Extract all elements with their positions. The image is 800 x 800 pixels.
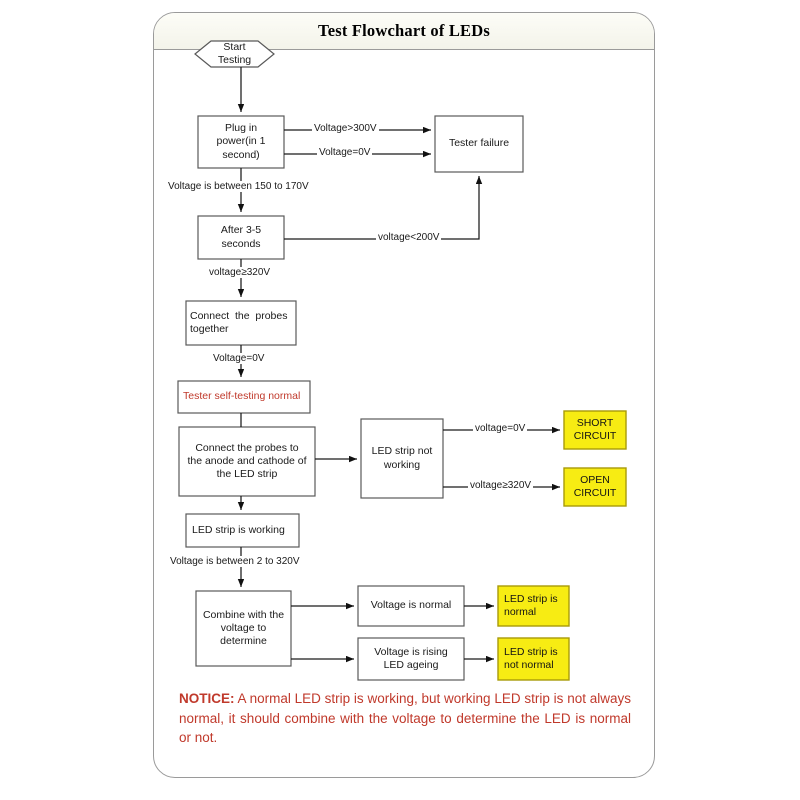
node-plug-in-power	[197, 115, 285, 169]
flowchart-canvas	[177, 40, 627, 681]
page-title: Test Flowchart of LEDs	[318, 21, 490, 40]
node-led-not-normal	[497, 637, 570, 681]
node-voltage-rising	[357, 637, 465, 681]
flowchart-card: Test Flowchart of LEDs	[153, 12, 655, 778]
notice-text: A normal LED strip is working, but worki…	[179, 691, 631, 746]
node-connect-probes-together	[185, 300, 297, 346]
node-short-circuit	[563, 410, 627, 450]
node-led-not-working	[360, 418, 444, 499]
node-open-circuit	[563, 467, 627, 507]
node-led-normal	[497, 585, 570, 627]
notice-label: NOTICE:	[179, 691, 235, 706]
node-self-testing-normal	[177, 380, 311, 414]
node-start-testing	[194, 40, 275, 68]
node-after-seconds	[197, 215, 285, 260]
node-connect-anode-cathode	[178, 426, 316, 497]
node-voltage-normal	[357, 585, 465, 627]
edge-after-to-failure-200v	[284, 176, 483, 240]
node-tester-failure	[434, 115, 524, 173]
node-combine-voltage	[195, 590, 292, 667]
node-led-is-working	[185, 513, 300, 548]
notice-block: NOTICE: A normal LED strip is working, b…	[179, 689, 631, 748]
